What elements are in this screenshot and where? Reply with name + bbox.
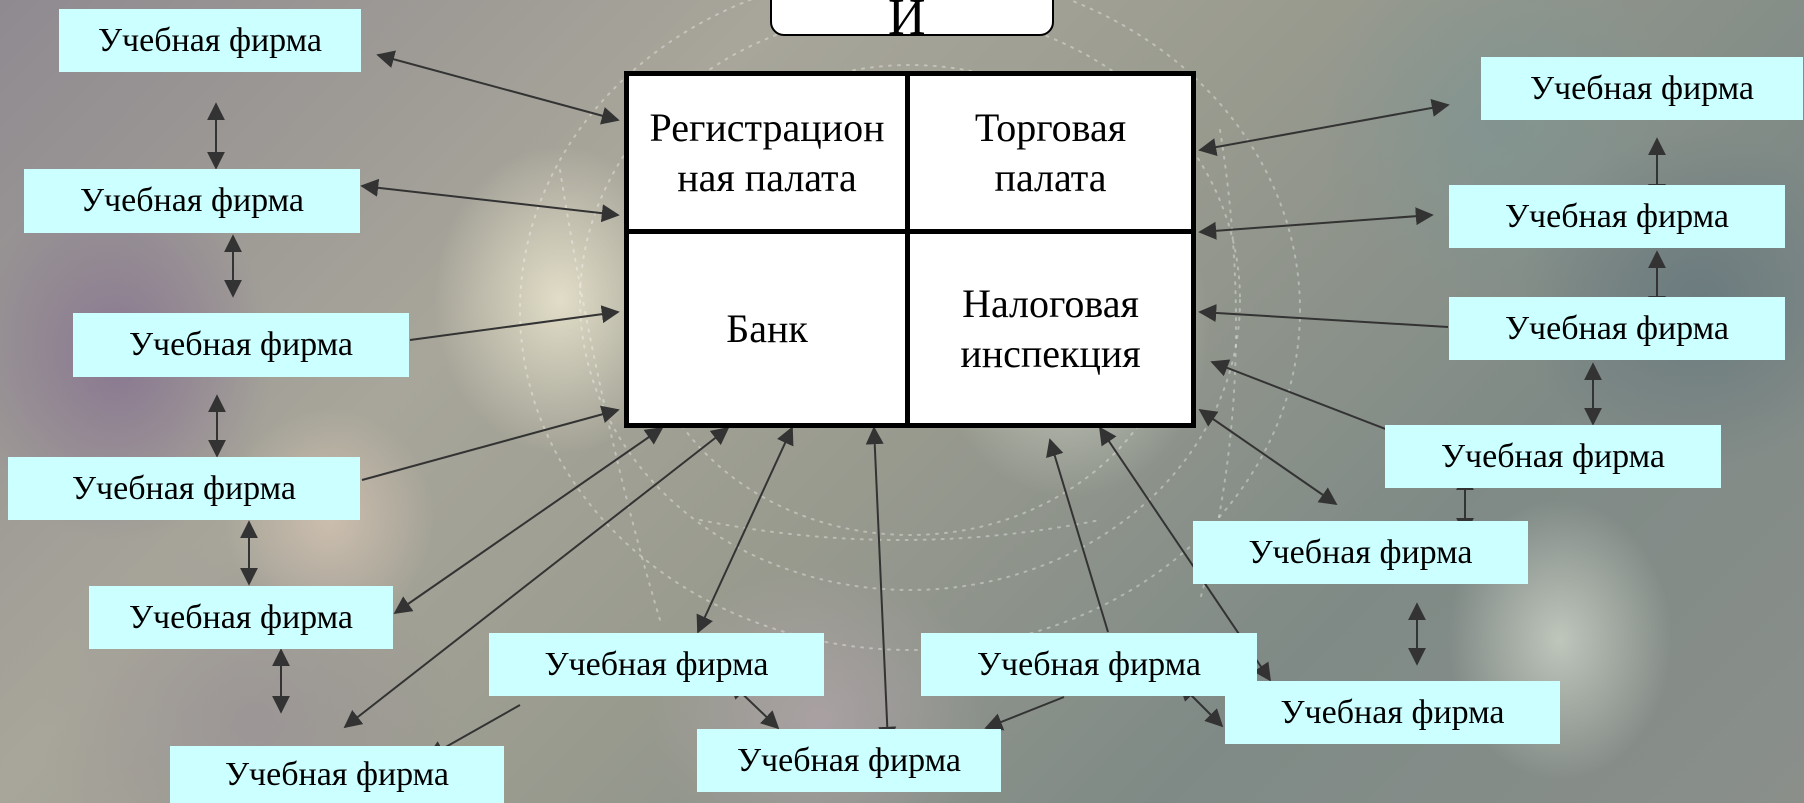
top-tab-letter: И [888,0,926,46]
training-firm-box: Учебная фирма [921,633,1257,696]
arrow-firm7-bank [696,426,794,634]
training-firm-box: Учебная фирма [170,746,504,803]
training-firm-box: Учебная фирма [59,9,361,72]
registration-chamber-label: Регистрацион ная палата [649,104,885,200]
training-firm-box: Учебная фирма [1449,297,1785,360]
training-firm-box: Учебная фирма [24,169,360,233]
arrow-firm2-registration [360,178,620,223]
arrow-firm13-tax [1198,303,1449,328]
bank-cell: Банк [629,234,910,423]
training-firm-box: Учебная фирма [89,586,393,649]
arrow-firm11-trade [1198,99,1450,156]
training-firm-box: Учебная фирма [1449,185,1785,248]
arrow-firm12-trade [1198,207,1434,240]
tax-inspection-cell: Налоговая инспекция [910,234,1191,423]
training-firm-box: Учебная фирма [1225,681,1560,744]
arrow-firm8-bank [865,426,897,745]
top-tab [770,0,1054,36]
arrow-firm6-bank [343,426,730,729]
training-firm-box: Учебная фирма [697,729,1001,792]
training-firm-box: Учебная фирма [1481,57,1803,120]
training-firm-box: Учебная фирма [1385,425,1721,488]
institutions-grid: Регистрацион ная палата Торговая палата … [624,71,1196,428]
registration-chamber-cell: Регистрацион ная палата [629,76,910,234]
arrow-firm3-bank [409,305,620,341]
training-firm-box: Учебная фирма [8,457,360,520]
training-firm-box: Учебная фирма [1193,521,1528,584]
bank-label: Банк [726,305,808,351]
trade-chamber-label: Торговая палата [974,104,1127,200]
arrow-firm9-tax [1046,438,1109,633]
trade-chamber-cell: Торговая палата [910,76,1191,234]
arrow-firm4-bank [361,405,620,481]
arrow-firm5-bank [393,426,664,615]
arrow-firm1-registration [376,50,620,125]
arrow-firm15-tax [1198,408,1338,506]
tax-inspection-label: Налоговая инспекция [960,280,1141,376]
arrow-firm14-tax [1210,359,1416,443]
training-firm-box: Учебная фирма [489,633,824,696]
training-firm-box: Учебная фирма [73,313,409,377]
